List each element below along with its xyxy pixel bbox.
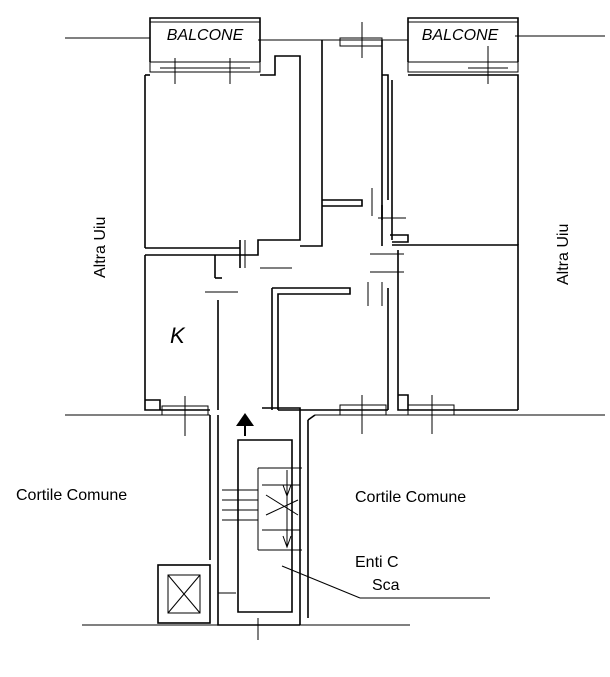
apartment-walls <box>144 40 519 411</box>
stair-note-line1: Enti C <box>355 554 399 571</box>
balcony-right-label: BALCONE <box>422 27 499 44</box>
balcony-left: BALCONE <box>149 17 261 84</box>
facade-bottom <box>65 395 605 436</box>
side-left-label: Altra Uiu <box>92 217 109 278</box>
room-k-label: K <box>170 323 186 348</box>
court-left-label: Cortile Comune <box>16 487 127 504</box>
stairwell <box>209 407 490 640</box>
entrance-arrow-icon <box>236 413 254 436</box>
door-marks <box>205 188 406 306</box>
side-right-label: Altra Uiu <box>555 224 572 285</box>
balcony-left-label: BALCONE <box>167 27 244 44</box>
stair-note-line2: Sca <box>372 577 400 594</box>
lift-shaft <box>157 564 211 624</box>
balcony-right: BALCONE <box>407 17 519 84</box>
court-right-label: Cortile Comune <box>355 489 466 506</box>
